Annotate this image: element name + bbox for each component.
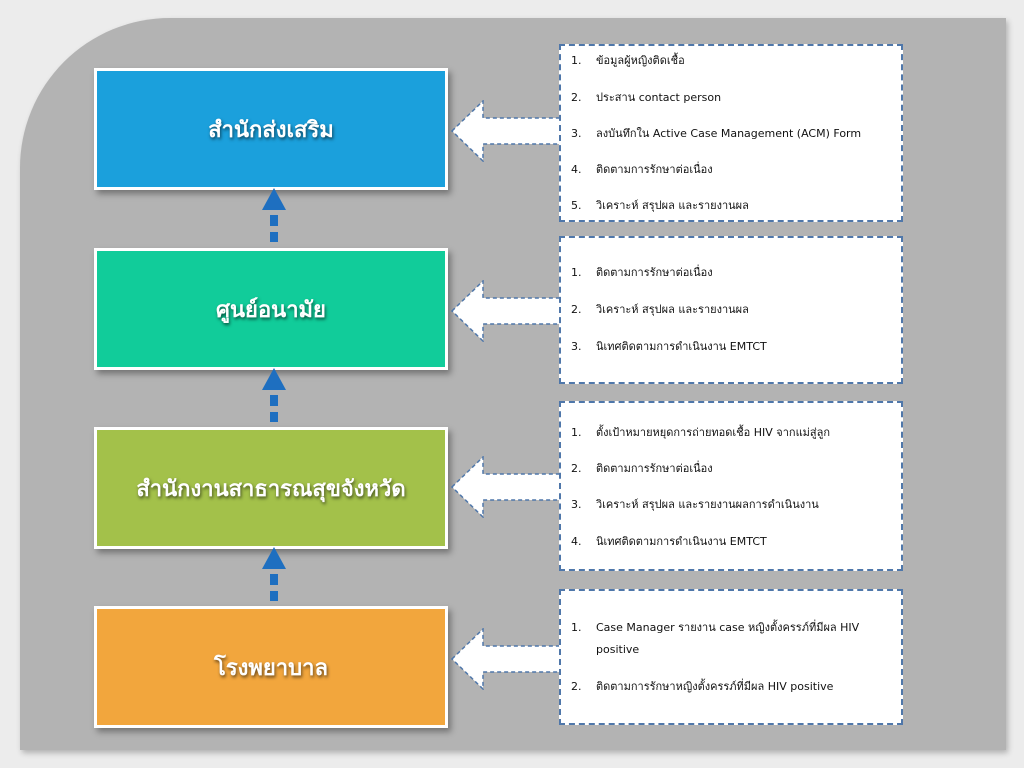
list-item: 3. ลงบันทึกใน Active Case Management (AC… <box>571 127 862 140</box>
up-arrow-connector <box>262 547 286 601</box>
list-item: 2. ติดตามการรักษาต่อเนื่อง <box>571 462 713 475</box>
list-item: 3. วิเคราะห์ สรุปผล และรายงานผลการดำเนิน… <box>571 498 819 511</box>
list-item: 2. วิเคราะห์ สรุปผล และรายงานผล <box>571 303 749 316</box>
list-item: 2. ติดตามการรักษาหญิงตั้งครรภ์ที่มีผล HI… <box>571 680 834 693</box>
box-label: สำนักงานสาธารณสุขจังหวัด <box>136 476 406 502</box>
list-item: 4. ติดตามการรักษาต่อเนื่อง <box>571 163 713 176</box>
task-panel-provincial-health-office: 1. ตั้งเป้าหมายหยุดการถ่ายทอดเชื้อ HIV จ… <box>559 401 903 571</box>
box-office-of-promotion: สำนักส่งเสริม <box>94 68 448 190</box>
list-item: 1. ตั้งเป้าหมายหยุดการถ่ายทอดเชื้อ HIV จ… <box>571 426 831 439</box>
list-item: 1. ติดตามการรักษาต่อเนื่อง <box>571 266 713 279</box>
up-arrow-connector <box>262 368 286 422</box>
box-health-center: ศูนย์อนามัย <box>94 248 448 370</box>
task-panel-hospital: 1. Case Manager รายงาน case หญิงตั้งครรภ… <box>559 589 903 725</box>
list-item: 1. ข้อมูลผู้หญิงติดเชื้อ <box>571 54 685 67</box>
left-arrow <box>451 456 562 518</box>
list-item: 3. นิเทศติดตามการดำเนินงาน EMTCT <box>571 340 767 353</box>
list-item: 1. Case Manager รายงาน case หญิงตั้งครรภ… <box>571 621 860 656</box>
box-label: ศูนย์อนามัย <box>216 297 326 323</box>
task-panel-office-of-promotion: 1. ข้อมูลผู้หญิงติดเชื้อ 2. ประสาน conta… <box>559 44 903 222</box>
list-item: 4. นิเทศติดตามการดำเนินงาน EMTCT <box>571 535 767 548</box>
left-arrow <box>451 280 562 342</box>
list-item: 2. ประสาน contact person <box>571 91 722 104</box>
task-panel-health-center: 1. ติดตามการรักษาต่อเนื่อง 2. วิเคราะห์ … <box>559 236 903 384</box>
up-arrow-connector <box>262 188 286 242</box>
left-arrow <box>451 100 562 162</box>
box-label: สำนักส่งเสริม <box>208 117 334 143</box>
box-provincial-health-office: สำนักงานสาธารณสุขจังหวัด <box>94 427 448 549</box>
left-arrow <box>451 628 562 690</box>
list-item: 5. วิเคราะห์ สรุปผล และรายงานผล <box>571 199 749 212</box>
box-label: โรงพยาบาล <box>214 655 328 681</box>
box-hospital: โรงพยาบาล <box>94 606 448 728</box>
